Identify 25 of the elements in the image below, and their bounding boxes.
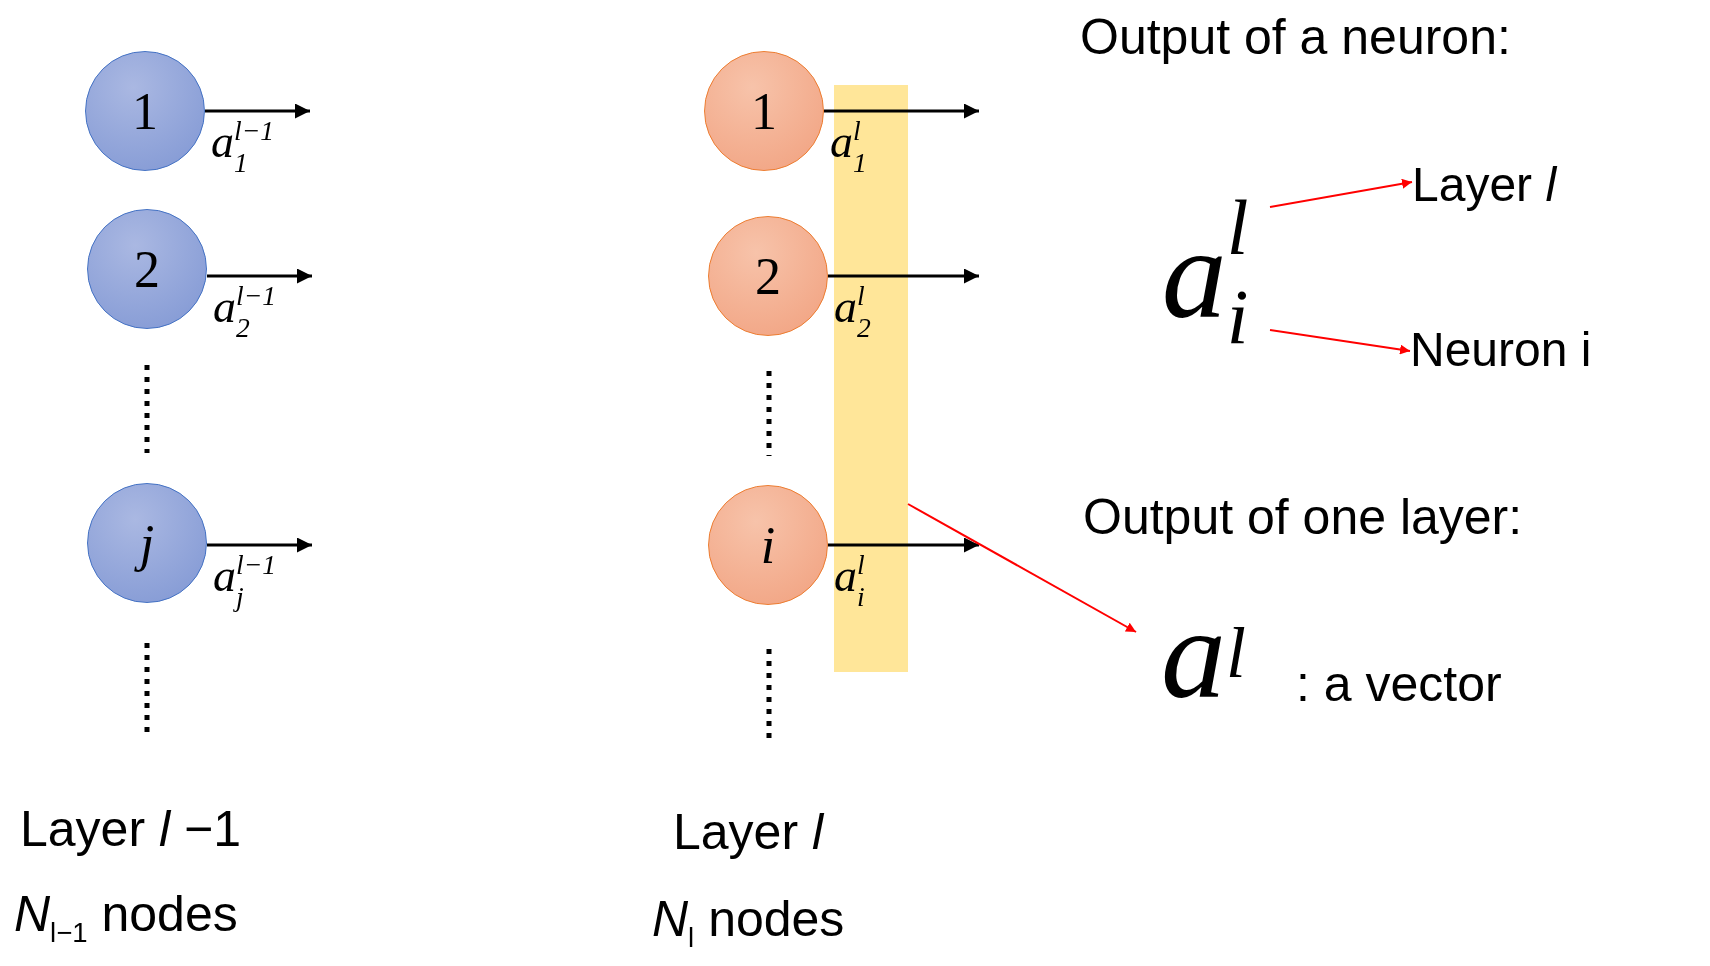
neuron-circle: j: [87, 483, 207, 603]
layer-caption: Layer l −1: [20, 800, 241, 858]
neuron-circle: 2: [708, 216, 828, 336]
arrow: [205, 103, 310, 119]
arrow: [1269, 329, 1411, 355]
neuron-circle: 1: [704, 51, 824, 171]
arrow: [828, 537, 979, 553]
annotation-text: Layer l: [1412, 155, 1642, 215]
layer-caption: Layer l: [673, 803, 824, 861]
layer-caption: N$_{l−1}$ nodes: [14, 885, 238, 949]
neuron-circle: i: [708, 485, 828, 605]
section-heading: Output of a neuron:: [1080, 8, 1511, 66]
symbol-caption: : a vector: [1296, 655, 1502, 713]
arrow: [1269, 178, 1413, 208]
arrow: [828, 268, 979, 284]
arrow: [207, 268, 312, 284]
annotation-text: Neuron i: [1410, 320, 1650, 380]
arrow: [207, 537, 312, 553]
math-symbol: a$^{l}$: [1136, 580, 1271, 725]
arrow: [824, 103, 979, 119]
section-heading: Output of one layer:: [1083, 488, 1523, 546]
arrow: [907, 503, 1137, 633]
neuron-circle: 1: [85, 51, 205, 171]
neuron-circle: 2: [87, 209, 207, 329]
layer-caption: N$_{l}$ nodes: [652, 890, 845, 954]
